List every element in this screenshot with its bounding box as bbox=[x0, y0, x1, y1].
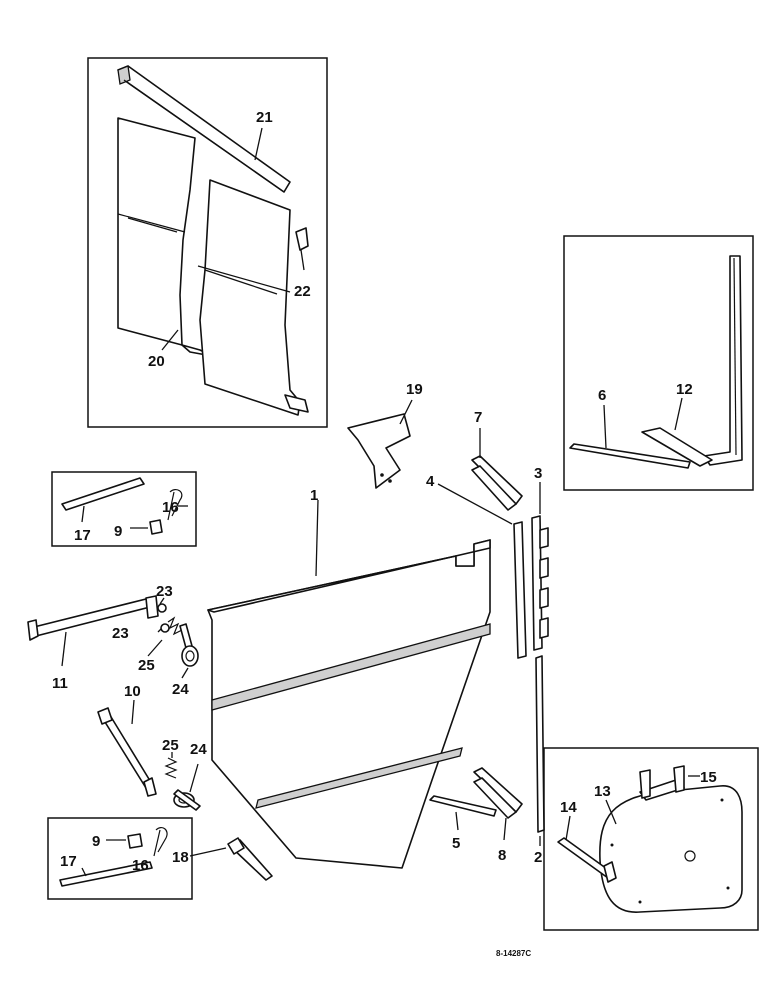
part-11-arm bbox=[27, 595, 159, 667]
part-25-spring-upper bbox=[147, 616, 183, 657]
callout-25-upper: 25 bbox=[138, 657, 155, 674]
callout-17-lower: 17 bbox=[60, 853, 77, 870]
callout-16-upper: 16 bbox=[162, 499, 179, 516]
callout-23-lower: 23 bbox=[112, 625, 129, 642]
callout-16-lower: 16 bbox=[132, 857, 149, 874]
callout-24-lower: 24 bbox=[190, 741, 207, 758]
leader-12 bbox=[674, 397, 683, 431]
part-17-bar-upper bbox=[61, 477, 145, 523]
leader-21 bbox=[254, 127, 263, 161]
callout-12: 12 bbox=[676, 381, 693, 398]
part-23-washer-upper bbox=[157, 597, 167, 613]
callout-19: 19 bbox=[406, 381, 423, 398]
part-12-upright-angle bbox=[641, 255, 743, 467]
part-20-shield-left bbox=[117, 117, 213, 357]
part-6-strap bbox=[569, 443, 691, 469]
callout-9-lower: 9 bbox=[92, 833, 100, 850]
callout-22: 22 bbox=[294, 283, 311, 300]
leader-20 bbox=[161, 329, 179, 351]
part-5-strap bbox=[429, 795, 497, 831]
callout-14: 14 bbox=[560, 799, 577, 816]
part-3-hinge-strip bbox=[531, 482, 549, 651]
part-24-eye-bolt-lower bbox=[173, 763, 201, 811]
part-10-arm bbox=[97, 699, 157, 797]
callout-20: 20 bbox=[148, 353, 165, 370]
callout-17-upper: 17 bbox=[74, 527, 91, 544]
inset-box-small-upper bbox=[51, 471, 197, 547]
part-7-angle bbox=[471, 428, 523, 511]
part-9-plate-lower bbox=[106, 833, 143, 849]
part-8-angle bbox=[473, 767, 523, 841]
callout-18: 18 bbox=[172, 849, 189, 866]
part-2-rod bbox=[535, 655, 545, 846]
callout-24-upper: 24 bbox=[172, 681, 189, 698]
callout-10: 10 bbox=[124, 683, 141, 700]
callout-2: 2 bbox=[534, 849, 542, 866]
callout-8: 8 bbox=[498, 847, 506, 864]
part-19-bracket bbox=[347, 399, 413, 489]
part-25-spring-lower bbox=[164, 752, 178, 779]
part-14-bracket bbox=[557, 815, 617, 883]
part-18-rod bbox=[189, 837, 273, 881]
callout-4: 4 bbox=[426, 473, 435, 490]
part-16-pin-lower bbox=[153, 826, 168, 857]
inset-box-small-lower bbox=[47, 817, 193, 900]
callout-9-upper: 9 bbox=[114, 523, 122, 540]
inset-box-lower-right bbox=[543, 747, 759, 931]
part-21-angle-strip bbox=[117, 65, 291, 193]
leader-6 bbox=[603, 404, 607, 449]
callout-5: 5 bbox=[452, 835, 460, 852]
part-9-plate-upper bbox=[130, 519, 163, 535]
callout-6: 6 bbox=[598, 387, 606, 404]
callout-15: 15 bbox=[700, 769, 717, 786]
callout-13: 13 bbox=[594, 783, 611, 800]
callout-21: 21 bbox=[256, 109, 273, 126]
part-1-main-panel bbox=[207, 499, 491, 869]
callout-25-lower: 25 bbox=[162, 737, 179, 754]
callout-7: 7 bbox=[474, 409, 482, 426]
inset-box-right bbox=[563, 235, 754, 491]
part-22-clip bbox=[295, 227, 309, 271]
inset-box-top-left bbox=[87, 57, 328, 428]
callout-3: 3 bbox=[534, 465, 542, 482]
callout-23-upper: 23 bbox=[156, 583, 173, 600]
part-13-cover-plate bbox=[599, 785, 743, 913]
part-24-eye-bolt-upper bbox=[179, 623, 199, 679]
part-23-washer-lower bbox=[157, 623, 170, 633]
part-4-strip bbox=[437, 483, 527, 659]
drawing-number: 8-14287C bbox=[496, 949, 531, 958]
part-20-shield-right bbox=[197, 179, 309, 416]
callout-11: 11 bbox=[52, 675, 68, 692]
part-16-pin-upper bbox=[167, 488, 188, 521]
part-17-bar-lower bbox=[59, 861, 153, 887]
part-15-bracket bbox=[639, 765, 700, 801]
callout-1: 1 bbox=[310, 487, 318, 504]
